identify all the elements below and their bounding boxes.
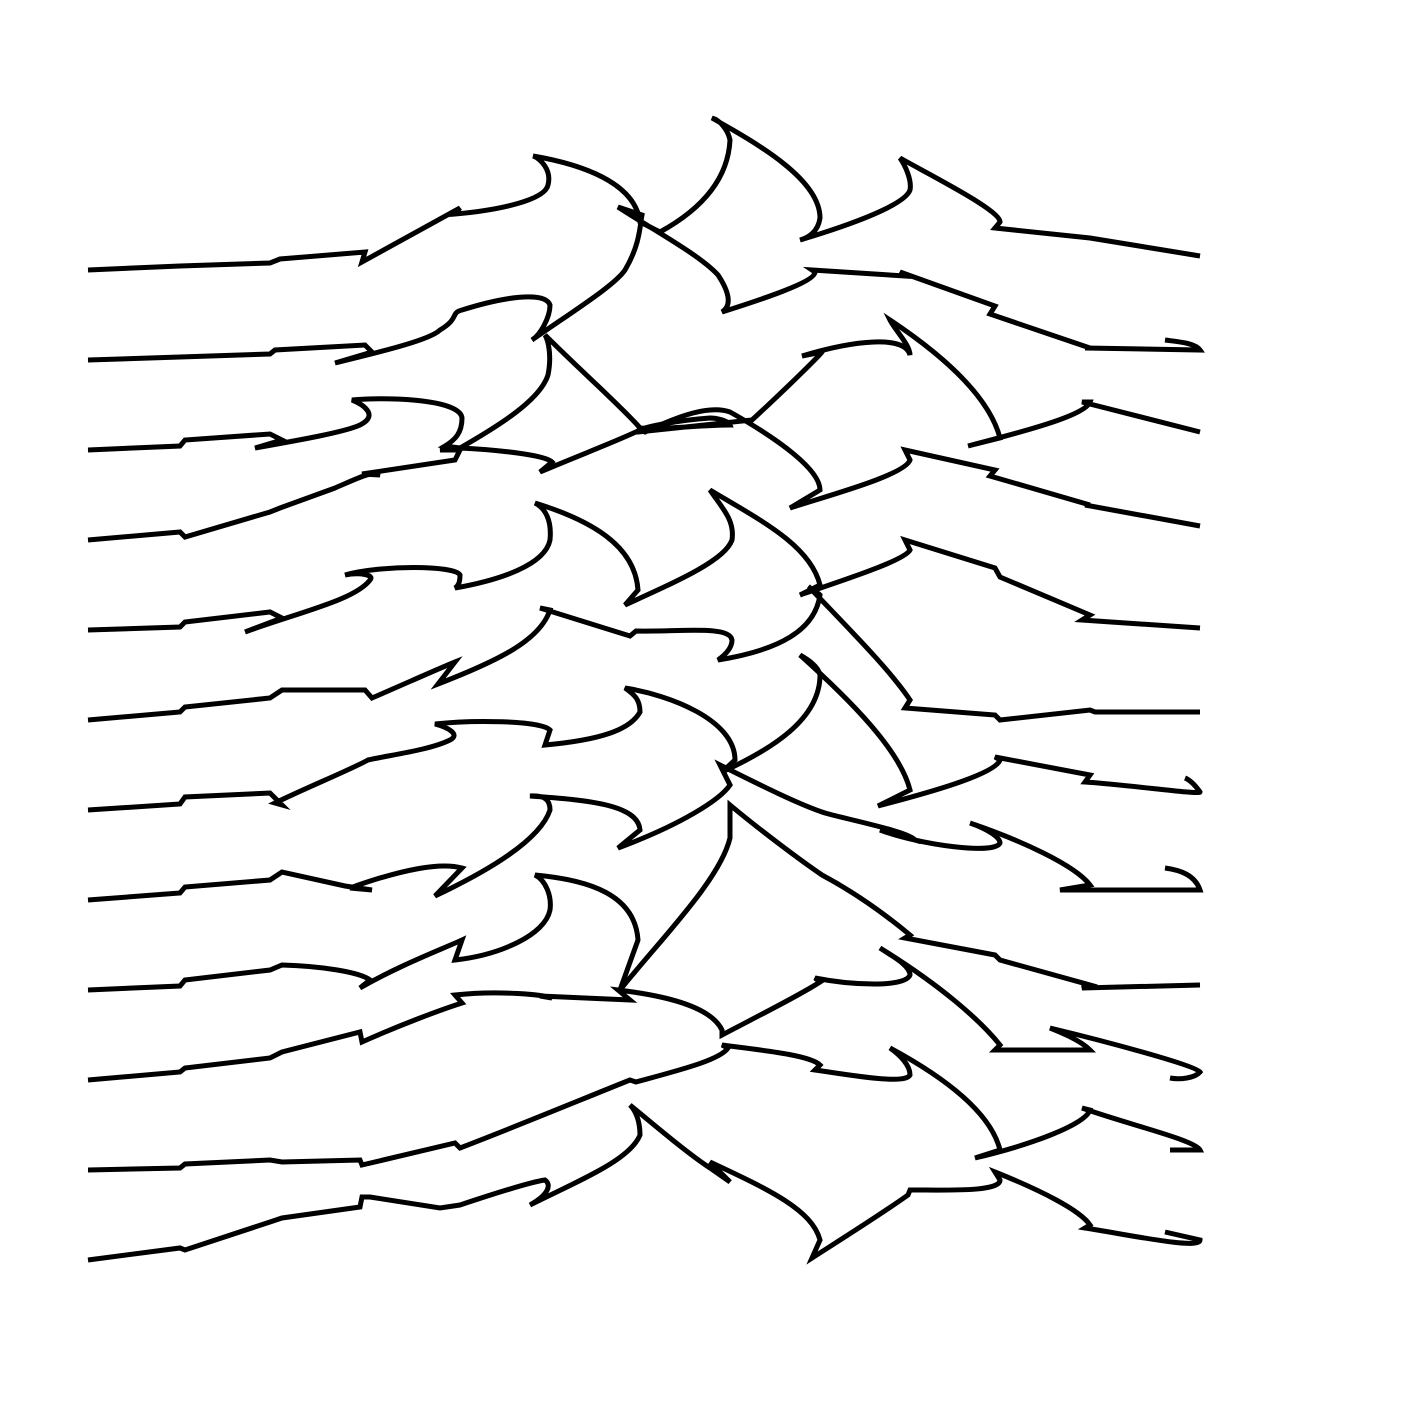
wave-line-1	[87, 115, 1201, 273]
wave-line-12	[87, 1103, 1203, 1265]
wave-line-2	[87, 204, 1205, 366]
wave-lines-group	[87, 115, 1205, 1265]
wave-line-9	[87, 799, 1201, 993]
wave-line-10	[87, 945, 1204, 1083]
wave-line-11	[87, 1042, 1205, 1173]
wave-line-8	[87, 759, 1204, 903]
wave-line-3	[87, 312, 1201, 453]
wave-line-6	[87, 584, 1200, 723]
wave-line-7	[87, 652, 1203, 813]
wave-line-4	[87, 407, 1201, 543]
wave-line-5	[87, 487, 1201, 635]
